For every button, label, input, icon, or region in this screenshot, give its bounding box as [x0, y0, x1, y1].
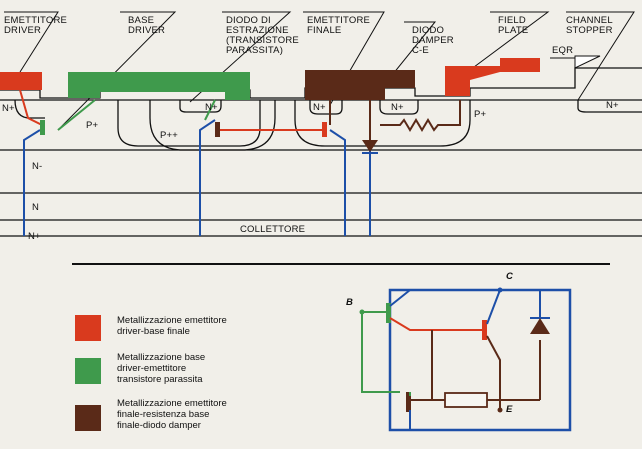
label-emettitore-driver: EMETTITORE DRIVER	[4, 15, 68, 36]
label-eqr: EQR	[552, 45, 574, 56]
final-transistor-base	[322, 122, 327, 137]
legend-item-brown: Metallizzazione emettitore finale-resist…	[117, 398, 227, 431]
equivalent-schematic	[359, 287, 572, 432]
region-n-plus-bottom: N+	[28, 231, 41, 242]
region-n-layer: N	[32, 202, 40, 213]
region-n-plus-mid: N+	[205, 102, 218, 113]
schematic-label-c: C	[506, 271, 514, 282]
label-leaders	[4, 11, 635, 131]
schematic-label-e: E	[506, 404, 513, 415]
label-channel-stopper: CHANNEL STOPPER	[566, 15, 613, 36]
region-n-plus-final: N+	[313, 102, 326, 113]
region-collettore: COLLETTORE	[240, 224, 306, 235]
legend-item-red: Metallizzazione emettitore driver-base f…	[117, 315, 227, 337]
substrate-lines	[0, 149, 642, 237]
metal-brown	[305, 70, 415, 100]
legend-item-green: Metallizzazione base driver-emettitore t…	[117, 352, 206, 385]
region-n-plus-left: N+	[2, 103, 15, 114]
blue-wires	[23, 119, 371, 236]
damper-diode-symbol	[362, 140, 378, 152]
brown-wires	[329, 100, 461, 140]
green-wires	[57, 99, 216, 131]
cross-section-devices	[40, 120, 378, 154]
red-wires	[19, 89, 325, 131]
legend-swatch-green	[75, 358, 101, 384]
metal-red-left	[0, 72, 42, 90]
label-diodo-damper: DIODO DAMPER C-E	[412, 25, 454, 56]
driver-transistor-base	[40, 120, 45, 135]
label-field-plate: FIELD PLATE	[498, 15, 529, 36]
label-base-driver: BASE DRIVER	[128, 15, 166, 36]
region-p-plus-left: P+	[86, 120, 99, 131]
label-emettitore-finale: EMETTITORE FINALE	[307, 15, 371, 36]
schematic-label-b: B	[346, 297, 354, 308]
metal-red-fieldplate	[445, 58, 540, 96]
label-diodo-estrazione: DIODO DI ESTRAZIONE (TRANSISTORE PARASSI…	[226, 15, 299, 56]
legend-swatch-red	[75, 315, 101, 341]
region-p-plus-right: P+	[474, 109, 487, 120]
parasitic-transistor-base	[215, 122, 220, 137]
region-n-plus-right: N+	[606, 100, 619, 111]
metallizations	[0, 55, 601, 100]
legend-swatch-brown	[75, 405, 101, 431]
region-n-plus-damper: N+	[391, 102, 404, 113]
region-n-minus: N-	[32, 161, 43, 172]
eqr-plate	[574, 55, 601, 69]
region-p-plusplus: P++	[160, 130, 179, 141]
metal-green	[68, 72, 250, 100]
